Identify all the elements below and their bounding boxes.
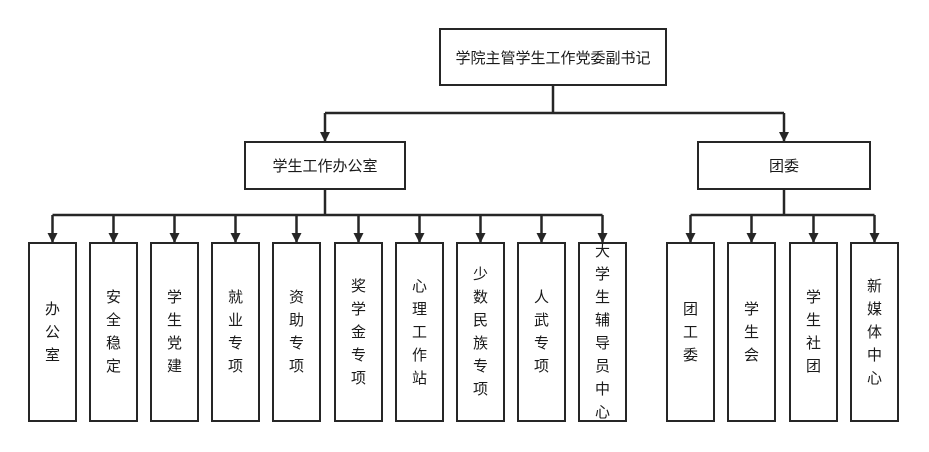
- leaf-node: 学生会: [727, 242, 776, 422]
- leaf-node-label: 新媒体中心: [866, 276, 882, 387]
- leaf-node-label: 就业专项: [227, 288, 243, 375]
- leaf-node-label: 心理工作站: [411, 276, 427, 387]
- root-node: 学院主管学生工作党委副书记: [439, 28, 667, 86]
- leaf-node: 安全稳定: [89, 242, 138, 422]
- leaf-node-label: 人武专项: [533, 288, 549, 375]
- leaf-node-label: 学生社团: [805, 288, 821, 375]
- leaf-node-label: 办公室: [44, 299, 60, 364]
- leaf-node: 学生党建: [150, 242, 199, 422]
- leaf-node: 资助专项: [272, 242, 321, 422]
- leaf-node-label: 资助专项: [288, 288, 304, 375]
- root-node-label: 学院主管学生工作党委副书记: [455, 48, 651, 67]
- leaf-node-label: 奖学金专项: [350, 276, 366, 387]
- leaf-node-label: 团工委: [682, 299, 698, 364]
- branch-node-label: 学生工作办公室: [272, 157, 378, 175]
- branch-node-student-affairs-office: 学生工作办公室: [244, 141, 406, 190]
- leaf-node: 奖学金专项: [334, 242, 383, 422]
- leaf-node-label: 学生党建: [166, 288, 182, 375]
- branch-node-youth-league: 团委: [697, 141, 871, 190]
- leaf-node-label: 安全稳定: [105, 288, 121, 375]
- branch-node-label: 团委: [768, 157, 799, 175]
- leaf-node-label: 少数民族专项: [472, 265, 488, 398]
- leaf-node: 少数民族专项: [456, 242, 505, 422]
- leaf-node: 办公室: [28, 242, 77, 422]
- leaf-node: 人武专项: [517, 242, 566, 422]
- leaf-node: 大学生辅导员中心: [578, 242, 627, 422]
- leaf-node: 学生社团: [789, 242, 838, 422]
- leaf-node: 团工委: [666, 242, 715, 422]
- leaf-node: 心理工作站: [395, 242, 444, 422]
- leaf-node-label: 大学生辅导员中心: [594, 242, 610, 421]
- leaf-node-label: 学生会: [743, 299, 759, 364]
- leaf-node: 新媒体中心: [850, 242, 899, 422]
- leaf-node: 就业专项: [211, 242, 260, 422]
